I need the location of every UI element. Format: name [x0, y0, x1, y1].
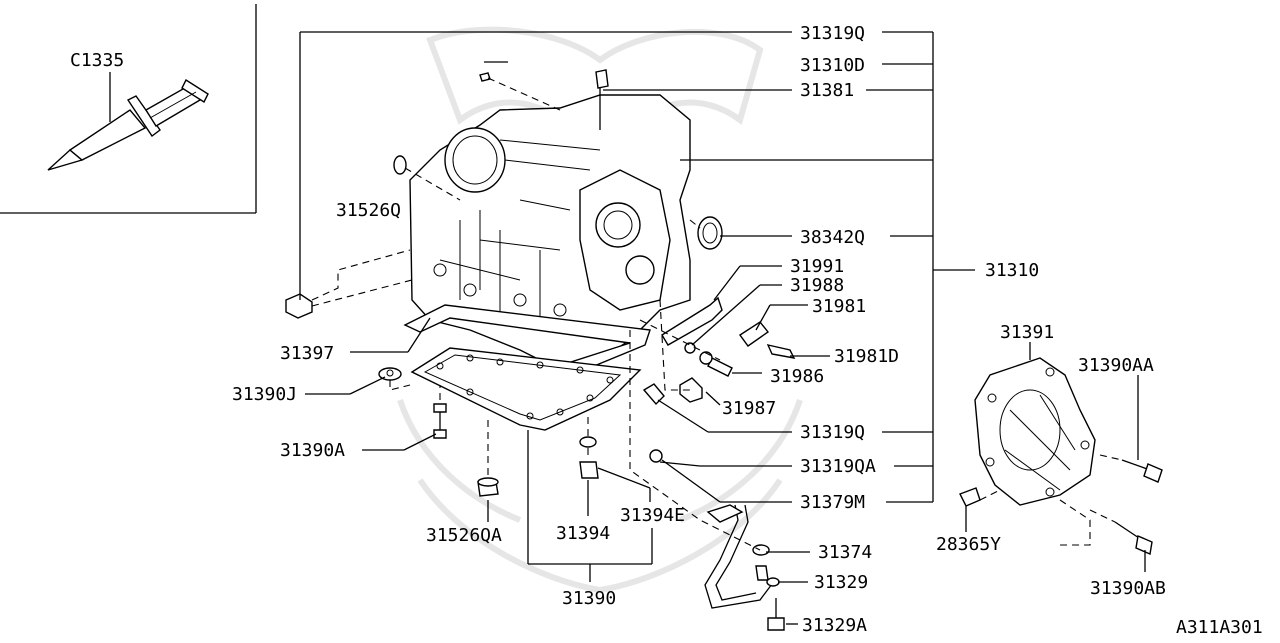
label-c8: 31988 — [790, 275, 844, 296]
label-c24: 28365Y — [936, 534, 1001, 555]
diagram-code: A311A301 — [1176, 617, 1263, 638]
label-c10: 31397 — [280, 343, 334, 364]
label-c23: 31394 — [556, 523, 610, 544]
label-c25: 31374 — [818, 542, 872, 563]
label-c21: 31394E — [620, 505, 685, 526]
label-c6: 31310 — [985, 260, 1039, 281]
label-c27: 31390AB — [1090, 578, 1166, 599]
label-c15: 31391 — [1000, 322, 1054, 343]
sealant-tube-icon — [47, 78, 209, 171]
label-c19: 31319QA — [800, 456, 876, 477]
label-c4: 31526Q — [336, 200, 401, 221]
label-c22: 31526QA — [426, 525, 502, 546]
label-c1: 31319Q — [800, 23, 865, 44]
label-c28: 31390 — [562, 588, 616, 609]
label-c3: 31381 — [800, 80, 854, 101]
label-c29: 31329A — [802, 615, 867, 636]
label-c9: 31981 — [812, 296, 866, 317]
small-parts — [285, 69, 1163, 631]
rear-cover — [974, 357, 1096, 506]
label-c12: 31986 — [770, 366, 824, 387]
label-c7: 31991 — [790, 256, 844, 277]
label-c17: 31390A — [280, 440, 345, 461]
assembly-lines — [311, 77, 1123, 551]
label-c16: 31390AA — [1078, 355, 1154, 376]
label-c18: 31319Q — [800, 422, 865, 443]
label-c1335: C1335 — [70, 50, 124, 71]
transmission-case — [409, 94, 691, 371]
label-c13: 31390J — [232, 384, 297, 405]
callout-labels: C1335 31319Q 31310D 31381 31526Q 38342Q … — [70, 23, 1263, 638]
label-c20: 31379M — [800, 492, 865, 513]
label-c14: 31987 — [722, 398, 776, 419]
leader-lines — [109, 31, 1146, 625]
oil-pan — [410, 347, 642, 431]
label-c26: 31329 — [814, 572, 868, 593]
label-c2: 31310D — [800, 55, 865, 76]
inset-box — [0, 4, 257, 214]
label-c11: 31981D — [834, 346, 899, 367]
label-c5: 38342Q — [800, 227, 865, 248]
